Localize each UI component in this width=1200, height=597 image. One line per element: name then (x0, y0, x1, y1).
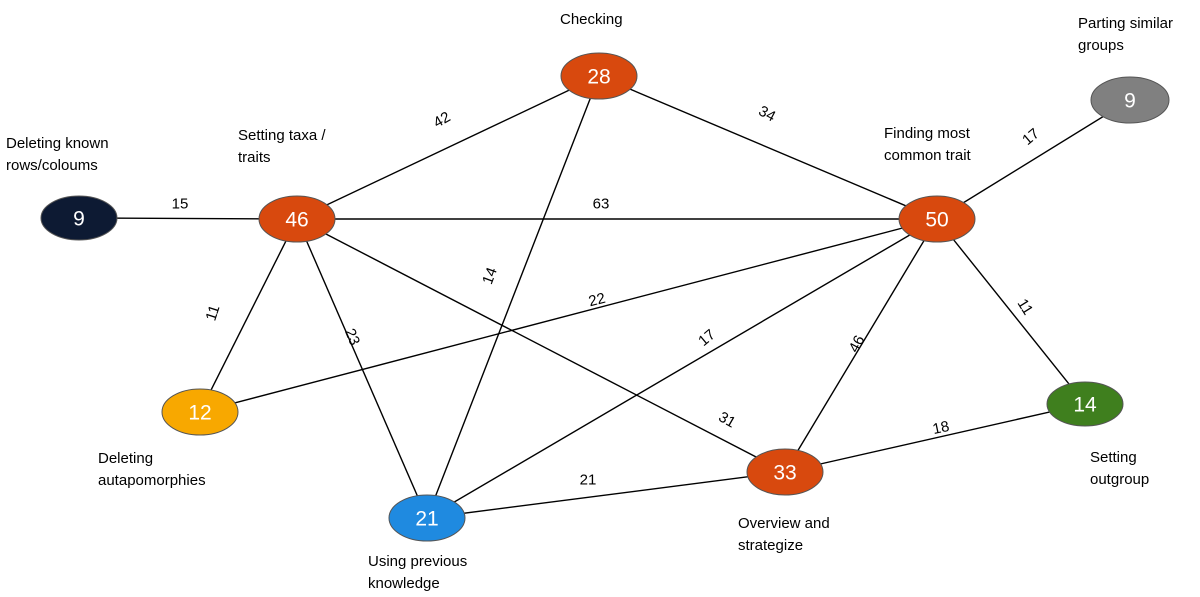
node-caption-line: common trait (884, 147, 972, 164)
node-caption-line: traits (238, 149, 271, 166)
node-value: 33 (773, 462, 796, 485)
edge-weight-label: 42 (431, 108, 454, 131)
edge-weight-label: 17 (1019, 125, 1043, 149)
labels-layer: 15 42 63 34 17 11 23 14 22 17 31 46 11 21 18 (172, 103, 1043, 489)
node-setting-taxa: 46 Setting taxa / traits (238, 127, 336, 243)
edge-weight-label: 11 (203, 303, 224, 323)
node-ellipse (388, 494, 466, 542)
edge-checking-to-finding-common (598, 75, 938, 220)
edges-layer (78, 75, 1131, 519)
edge-deleting-autapomorphies-to-finding-common (199, 218, 938, 413)
node-value: 12 (188, 402, 211, 425)
edge-finding-common-to-parting-similar (936, 99, 1131, 220)
node-value: 46 (285, 209, 308, 232)
node-ellipse (258, 195, 336, 243)
node-caption-line: Checking (560, 11, 623, 28)
edge-weight-label: 14 (479, 265, 501, 286)
node-caption-line: Using previous (368, 553, 467, 570)
node-deleting-known: 9 Deleting known rows/coloums (6, 135, 118, 241)
node-ellipse (746, 448, 824, 496)
edge-overview-to-setting-outgroup (784, 403, 1086, 473)
node-value: 9 (1124, 90, 1136, 113)
node-caption-line: Setting (1090, 449, 1137, 466)
node-caption: Deleting autapomorphies (98, 450, 206, 489)
edge-setting-taxa-to-checking (296, 75, 600, 220)
edge-weight-label: 34 (756, 103, 779, 126)
edge-weight-label: 46 (846, 333, 869, 356)
edge-setting-taxa-to-overview (296, 218, 786, 473)
edge-using-previous-to-finding-common (426, 218, 938, 519)
node-value: 9 (73, 208, 85, 231)
node-caption-line: autapomorphies (98, 472, 206, 489)
node-caption: Parting similar groups (1078, 15, 1173, 54)
edge-weight-label: 63 (593, 196, 610, 213)
edge-weight-label: 15 (172, 196, 189, 213)
node-caption-line: Setting taxa / (238, 127, 326, 144)
node-ellipse (161, 388, 239, 436)
node-finding-common: 50 Finding most common trait (884, 125, 976, 243)
node-caption: Checking (560, 11, 623, 28)
node-caption-line: Deleting known (6, 135, 109, 152)
node-caption-line: strategize (738, 537, 803, 554)
node-caption-line: Parting similar (1078, 15, 1173, 32)
node-ellipse (40, 195, 118, 241)
node-caption: Finding most common trait (884, 125, 972, 164)
edge-setting-taxa-to-deleting-autapomorphies (199, 218, 298, 413)
node-ellipse (1046, 381, 1124, 427)
node-caption-line: outgroup (1090, 471, 1149, 488)
node-checking: 28 Checking (560, 11, 638, 100)
node-caption-line: rows/coloums (6, 157, 98, 174)
node-value: 14 (1073, 394, 1097, 417)
edge-weight-label: 23 (341, 326, 363, 348)
edge-weight-label: 31 (716, 408, 739, 431)
node-ellipse (1090, 76, 1170, 124)
node-caption-line: Deleting (98, 450, 153, 467)
node-caption-line: Overview and (738, 515, 830, 532)
node-caption: Using previous knowledge (368, 553, 467, 592)
node-value: 28 (587, 66, 610, 89)
edge-weight-label: 11 (1014, 296, 1037, 318)
edge-checking-to-using-previous (426, 75, 600, 519)
edge-weight-label: 22 (587, 290, 607, 311)
node-caption-line: Finding most (884, 125, 971, 142)
edge-finding-common-to-setting-outgroup (936, 218, 1086, 405)
node-ellipse (560, 52, 638, 100)
edge-setting-taxa-to-using-previous (296, 218, 428, 519)
node-value: 21 (415, 508, 438, 531)
node-value: 50 (925, 209, 948, 232)
edge-using-previous-to-overview (426, 471, 786, 519)
node-caption-line: knowledge (368, 575, 440, 592)
edge-weight-label: 18 (931, 418, 951, 438)
node-parting-similar: 9 Parting similar groups (1078, 15, 1173, 124)
node-ellipse (898, 195, 976, 243)
node-caption: Overview and strategize (738, 515, 830, 554)
node-caption: Deleting known rows/coloums (6, 135, 109, 174)
edge-weight-label: 17 (695, 326, 719, 350)
edge-overview-to-finding-common (784, 218, 938, 473)
edge-weight-label: 21 (580, 472, 597, 489)
node-caption-line: groups (1078, 37, 1124, 54)
node-caption: Setting taxa / traits (238, 127, 326, 166)
node-caption: Setting outgroup (1090, 449, 1149, 488)
